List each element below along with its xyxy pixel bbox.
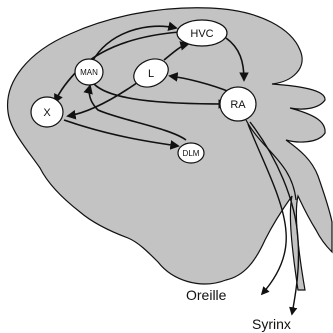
- brain-silhouette: [8, 8, 332, 290]
- node-dlm-label: DLM: [183, 149, 200, 158]
- node-dlm: DLM: [178, 143, 204, 163]
- node-x-label: X: [43, 107, 51, 119]
- node-l-label: L: [148, 68, 154, 80]
- node-hvc-label: HVC: [190, 28, 213, 40]
- output-syrinx-label: Syrinx: [252, 316, 291, 332]
- node-man: MAN: [75, 59, 103, 85]
- node-hvc: HVC: [177, 20, 227, 46]
- node-man-label: MAN: [80, 68, 98, 77]
- node-x: X: [31, 97, 63, 127]
- node-ra: RA: [220, 87, 256, 121]
- node-ra-label: RA: [230, 99, 246, 111]
- output-ear-label: Oreille: [186, 287, 227, 303]
